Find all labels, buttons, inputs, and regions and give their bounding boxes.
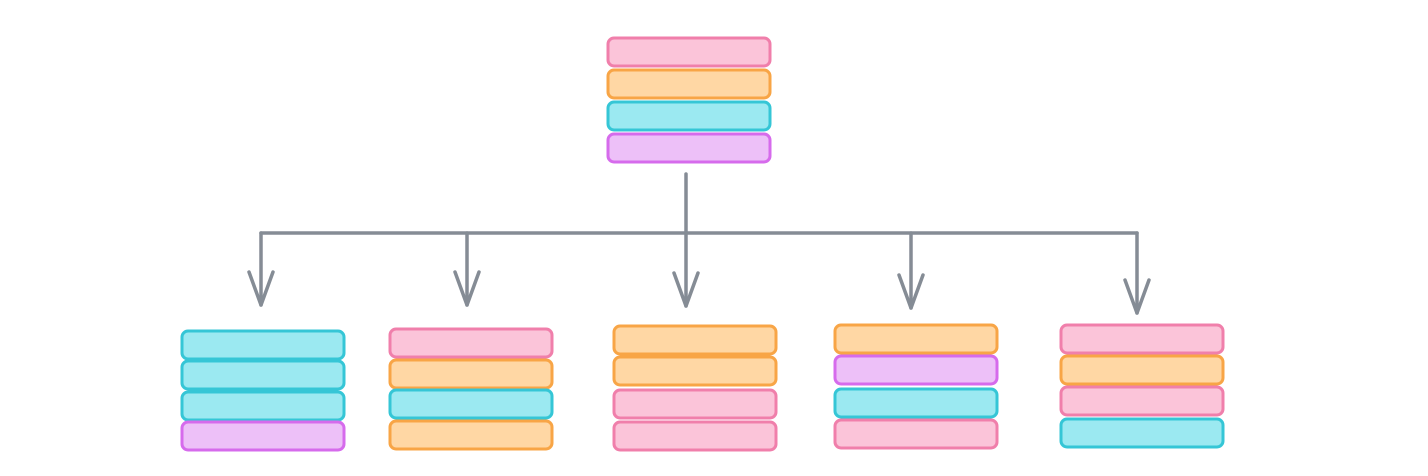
- pink-layer-bar: [1059, 323, 1225, 355]
- orange-layer-bar: [1059, 354, 1225, 386]
- purple-layer-bar: [606, 132, 772, 164]
- orange-layer-bar: [388, 419, 554, 451]
- pink-layer-bar: [612, 388, 778, 420]
- cyan-layer-bar: [388, 388, 554, 420]
- down-arrow-icon: [672, 271, 700, 308]
- output-stack: [833, 323, 999, 450]
- pink-layer-bar: [1059, 385, 1225, 417]
- cyan-layer-bar: [180, 390, 346, 422]
- pink-layer-bar: [606, 36, 772, 68]
- cyan-layer-bar: [180, 329, 346, 361]
- output-stack: [1059, 323, 1225, 449]
- output-stack: [612, 324, 778, 452]
- pink-layer-bar: [833, 418, 999, 450]
- orange-layer-bar: [612, 355, 778, 387]
- down-arrow-icon: [453, 270, 481, 307]
- orange-layer-bar: [388, 358, 554, 390]
- orange-layer-bar: [606, 68, 772, 100]
- output-stack: [388, 327, 554, 451]
- source-stack: [606, 36, 772, 164]
- purple-layer-bar: [180, 420, 346, 452]
- output-stack: [180, 329, 346, 452]
- pink-layer-bar: [612, 420, 778, 452]
- connector-lines: [247, 172, 1151, 315]
- orange-layer-bar: [833, 323, 999, 355]
- cyan-layer-bar: [1059, 417, 1225, 449]
- down-arrow-icon: [247, 270, 275, 307]
- down-arrow-icon: [1123, 278, 1151, 315]
- purple-layer-bar: [833, 354, 999, 386]
- orange-layer-bar: [612, 324, 778, 356]
- pink-layer-bar: [388, 327, 554, 359]
- cyan-layer-bar: [180, 359, 346, 391]
- cyan-layer-bar: [833, 387, 999, 419]
- cyan-layer-bar: [606, 100, 772, 132]
- down-arrow-icon: [897, 273, 925, 310]
